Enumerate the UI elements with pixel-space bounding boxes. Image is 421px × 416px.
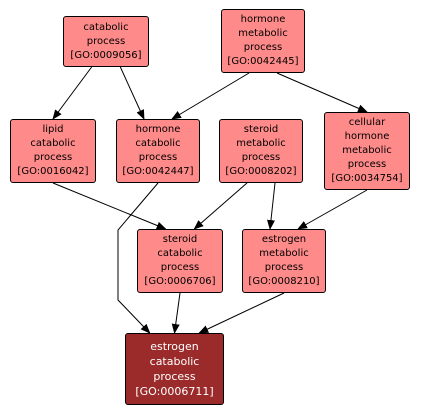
node-estrogen-catabolic-process[interactable]: estrogen catabolic process [GO:0006711]	[125, 333, 224, 405]
node-label-line: catabolic	[83, 21, 129, 33]
edge-arrow	[276, 72, 368, 113]
node-label-line: hormone	[135, 124, 181, 135]
node-label-line: cellular	[348, 117, 386, 128]
node-go-id: [GO:0034754]	[331, 173, 403, 184]
node-go-id: [GO:0008202]	[225, 166, 297, 177]
node-label-line: process	[33, 152, 73, 163]
node-label-line: process	[243, 42, 283, 53]
node-label-line: steroid	[243, 124, 279, 135]
edge-arrow	[198, 292, 285, 334]
node-hormone-metabolic-process[interactable]: hormone metabolic process [GO:0042445]	[221, 9, 305, 73]
node-label-line: catabolic	[149, 355, 200, 368]
edge-arrow	[193, 182, 248, 230]
node-label-line: estrogen	[150, 340, 199, 353]
node-label-line: catabolic	[157, 248, 203, 259]
node-go-id: [GO:0006711]	[135, 385, 214, 398]
node-label-line: metabolic	[236, 138, 286, 149]
node-steroid-metabolic-process[interactable]: steroid metabolic process [GO:0008202]	[219, 119, 303, 183]
node-go-id: [GO:0009056]	[70, 49, 142, 61]
node-label-line: process	[160, 262, 200, 273]
node-label-line: process	[347, 159, 387, 170]
node-label-line: process	[241, 152, 281, 163]
edge-arrow	[297, 189, 368, 230]
node-label-line: process	[264, 262, 304, 273]
node-hormone-catabolic-process[interactable]: hormone catabolic process [GO:0042447]	[116, 119, 200, 183]
node-lipid-catabolic-process[interactable]: lipid catabolic process [GO:0016042]	[10, 119, 96, 183]
node-go-id: [GO:0042445]	[227, 56, 299, 67]
node-go-id: [GO:0006706]	[144, 276, 216, 287]
node-go-id: [GO:0008210]	[248, 276, 320, 287]
node-label-line: process	[86, 35, 126, 47]
node-cellular-hormone-metabolic-process[interactable]: cellular hormone metabolic process [GO:0…	[324, 112, 410, 190]
node-label-line: metabolic	[259, 248, 309, 259]
node-label-line: metabolic	[238, 28, 288, 39]
node-label-line: catabolic	[30, 138, 76, 149]
node-label-line: metabolic	[342, 145, 392, 156]
node-catabolic-process[interactable]: catabolic process [GO:0009056]	[63, 16, 149, 67]
edge-arrow	[266, 182, 276, 230]
node-estrogen-metabolic-process[interactable]: estrogen metabolic process [GO:0008210]	[242, 229, 326, 293]
node-label-line: catabolic	[135, 138, 181, 149]
node-label-line: estrogen	[261, 234, 307, 245]
edge-arrow	[52, 182, 167, 230]
node-label-line: process	[138, 152, 178, 163]
node-go-id: [GO:0042447]	[122, 166, 194, 177]
edge-arrow	[171, 292, 181, 334]
node-label-line: process	[153, 370, 196, 383]
node-label-line: hormone	[240, 14, 286, 25]
node-label-line: lipid	[42, 124, 64, 135]
edge-arrow	[52, 66, 93, 120]
node-label-line: steroid	[162, 234, 198, 245]
node-label-line: hormone	[344, 131, 390, 142]
node-steroid-catabolic-process[interactable]: steroid catabolic process [GO:0006706]	[137, 229, 223, 293]
edge-arrow	[171, 72, 250, 120]
edge-arrow	[119, 66, 145, 120]
edge-arrow	[117, 182, 159, 334]
node-go-id: [GO:0016042]	[17, 166, 89, 177]
